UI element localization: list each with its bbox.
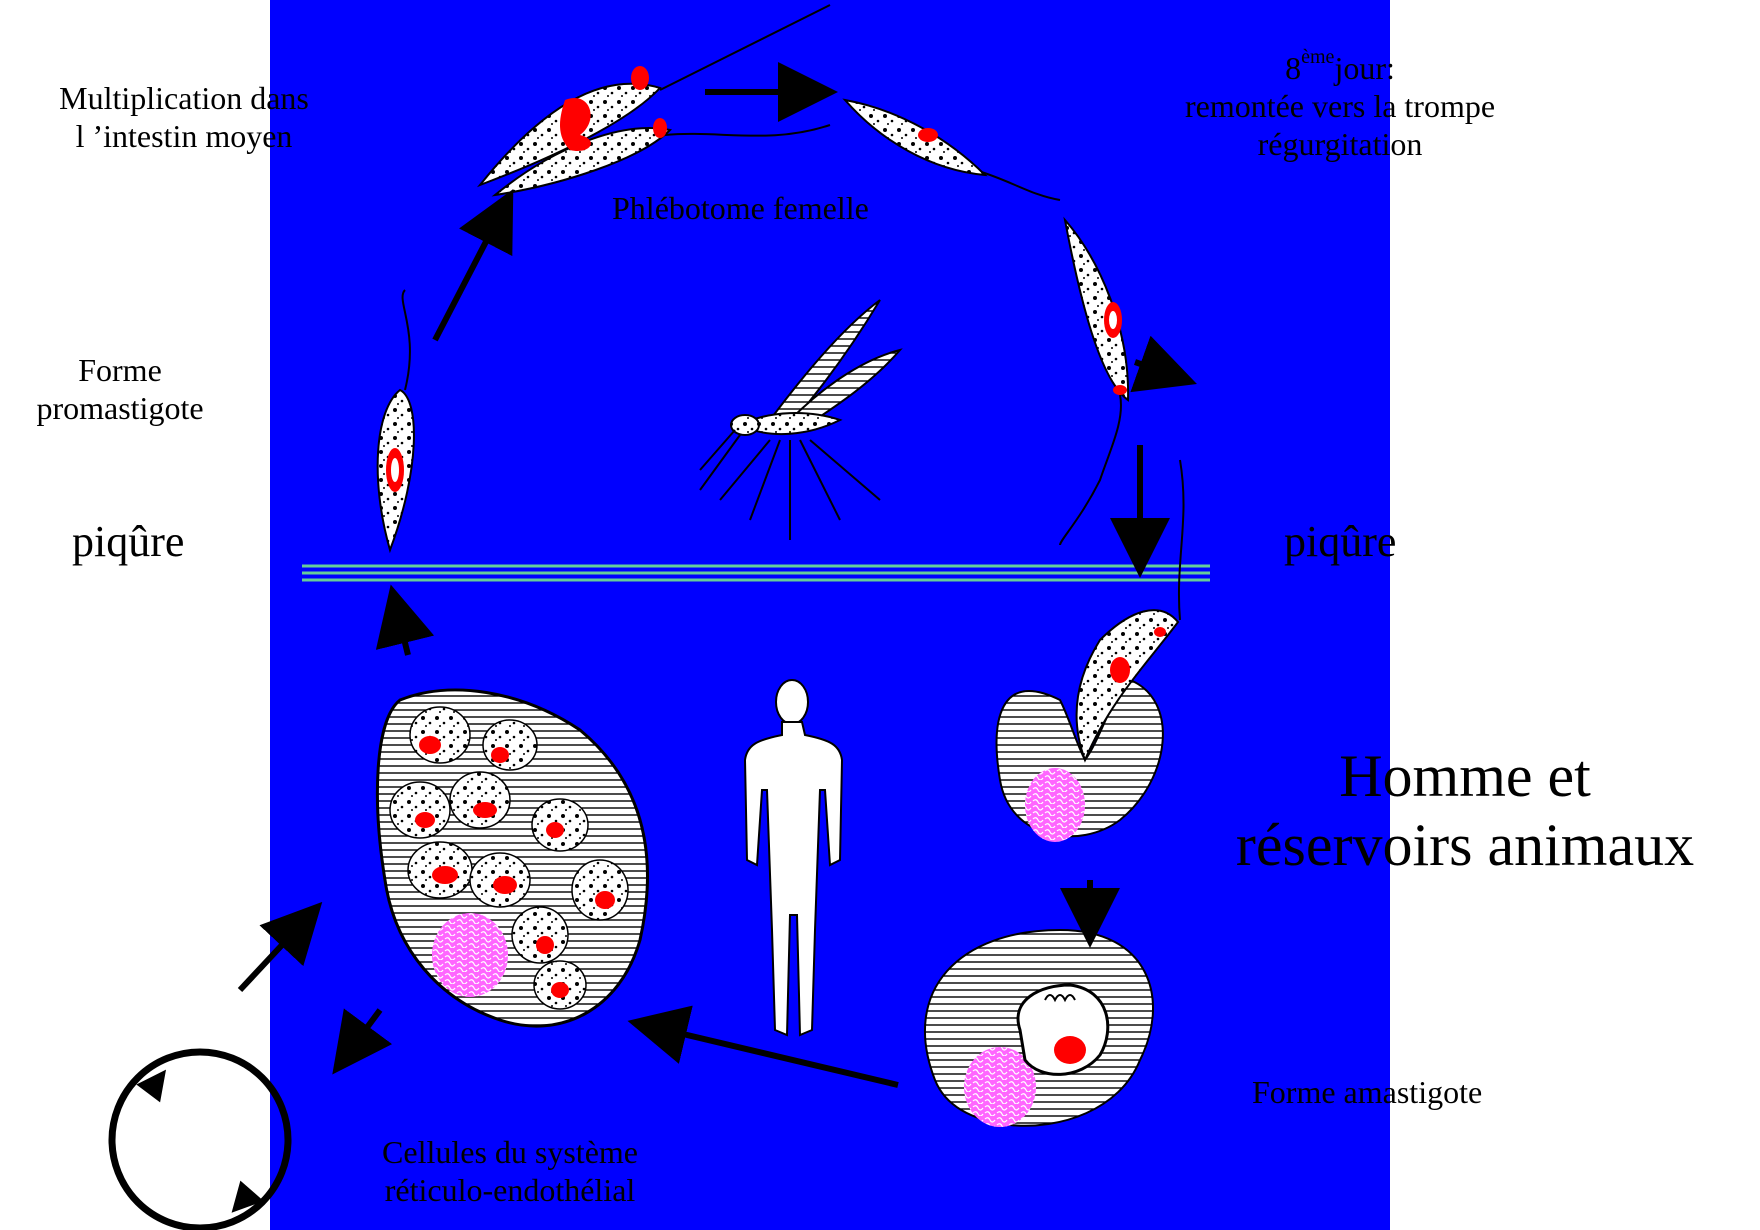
macrophage-icon bbox=[377, 690, 647, 1026]
promastigote-label: Forme promastigote bbox=[0, 352, 240, 428]
cells-line-1: Cellules du système bbox=[320, 1134, 700, 1172]
promastigote-icon bbox=[1060, 220, 1128, 545]
flagellum bbox=[1179, 460, 1184, 620]
day8-line-2: remontée vers la trompe bbox=[1120, 88, 1560, 126]
multiplication-line-1: Multiplication dans bbox=[14, 80, 354, 118]
cells-label: Cellules du système réticulo-endothélial bbox=[320, 1134, 700, 1210]
day8-line-1: 8èmejour: bbox=[1120, 50, 1560, 88]
amastigote-label: Forme amastigote bbox=[1252, 1074, 1482, 1112]
promastigote-line-1: Forme bbox=[0, 352, 240, 390]
promastigote-line-2: promastigote bbox=[0, 390, 240, 428]
multiplication-line-2: l ’intestin moyen bbox=[14, 118, 354, 156]
promastigote-icon bbox=[378, 290, 414, 550]
day8-line-3: régurgitation bbox=[1120, 126, 1560, 164]
cycle-arrow-icon bbox=[112, 1052, 288, 1228]
cells-line-2: réticulo-endothélial bbox=[320, 1172, 700, 1210]
day8-jour: jour: bbox=[1334, 50, 1394, 86]
human-figure-icon bbox=[745, 680, 842, 1035]
skin-line bbox=[302, 566, 1210, 580]
day8-label: 8èmejour: remontée vers la trompe régurg… bbox=[1120, 50, 1560, 163]
host-line-2: réservoirs animaux bbox=[1170, 811, 1760, 880]
macrophage-icon bbox=[997, 610, 1178, 842]
host-line-1: Homme et bbox=[1170, 742, 1760, 811]
promastigote-icon bbox=[845, 100, 1060, 200]
day8-number: 8 bbox=[1285, 50, 1301, 86]
promastigote-icon bbox=[480, 5, 830, 195]
sandfly-icon bbox=[700, 300, 900, 540]
host-label: Homme et réservoirs animaux bbox=[1170, 742, 1760, 880]
macrophage-icon bbox=[925, 930, 1153, 1127]
bite-label-left: piqûre bbox=[72, 516, 184, 568]
day8-superscript: ème bbox=[1301, 46, 1334, 68]
vector-label: Phlébotome femelle bbox=[612, 190, 869, 228]
bite-label-right: piqûre bbox=[1284, 516, 1396, 568]
multiplication-label: Multiplication dans l ’intestin moyen bbox=[14, 80, 354, 156]
